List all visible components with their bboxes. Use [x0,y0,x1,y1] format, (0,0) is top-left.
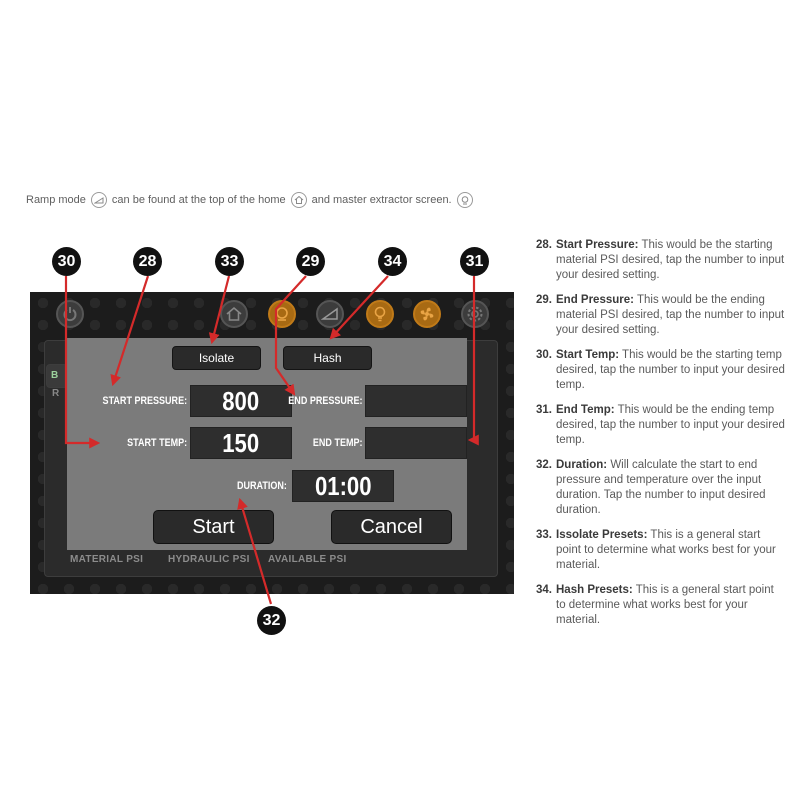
end-pressure-label: END PRESSURE: [287,395,362,407]
note-text: This would be the starting temp desired,… [556,349,785,391]
note-item: 33. Issolate Presets: This is a general … [536,528,786,573]
note-title: Duration: [556,459,608,471]
start-temp-value: 150 [222,427,260,458]
note-number: 31. [536,404,552,416]
ramp-icon[interactable] [316,300,344,328]
note-title: Start Pressure: [556,239,639,251]
note-title: End Pressure: [556,294,634,306]
cancel-button[interactable]: Cancel [331,510,452,544]
callout-badge-29: 29 [296,247,325,276]
note-title: Hash Presets: [556,584,633,596]
note-item: 31. End Temp: This would be the ending t… [536,403,786,448]
device-screen: B R MATERIAL PSI HYDRAULIC PSI AVAILABLE… [30,292,514,594]
end-pressure-field[interactable] [365,385,467,417]
home-icon[interactable] [220,300,248,328]
intro-text-2: can be found at the top of the home [111,194,286,206]
callout-badge-31: 31 [460,247,489,276]
fan-icon[interactable] [413,300,441,328]
start-temp-field[interactable]: 150 [190,427,292,459]
background-tile-b: B [46,364,68,388]
start-pressure-label: START PRESSURE: [102,395,187,407]
end-temp-label: END TEMP: [312,437,362,449]
note-title: End Temp: [556,404,615,416]
note-item: 28. Start Pressure: This would be the st… [536,238,786,283]
note-item: 32. Duration: Will calculate the start t… [536,458,786,518]
note-number: 33. [536,529,552,541]
callout-badge-34: 34 [378,247,407,276]
note-number: 30. [536,349,552,361]
duration-value: 01:00 [314,470,372,501]
duration-field[interactable]: 01:00 [292,470,394,502]
note-title: Start Temp: [556,349,620,361]
start-temp-label: START TEMP: [127,437,187,449]
material-psi-label: MATERIAL PSI [70,554,144,565]
duration-label: DURATION: [237,480,287,492]
hydraulic-psi-label: HYDRAULIC PSI [168,554,250,565]
top-bar [30,292,514,336]
extractor-icon [456,192,473,208]
note-text: Will calculate the start to end pressure… [556,459,766,516]
power-icon[interactable] [56,300,84,328]
home-icon [290,192,307,208]
intro-text-3: and master extractor screen. [311,194,452,206]
note-number: 28. [536,239,552,251]
note-number: 32. [536,459,552,471]
note-number: 34. [536,584,552,596]
callout-badge-32: 32 [257,606,286,635]
lightbulb-icon[interactable] [366,300,394,328]
end-temp-field[interactable] [365,427,467,459]
start-pressure-value: 800 [222,385,260,416]
callout-badge-30: 30 [52,247,81,276]
note-text: This is a general start point to determi… [556,584,774,626]
note-text: This would be the starting material PSI … [556,239,785,281]
note-text: This would be the ending temp desired, t… [556,404,785,446]
callout-badge-33: 33 [215,247,244,276]
ramp-modal: Isolate Hash START PRESSURE: 800 END PRE… [67,338,467,550]
partial-label-r: R [52,388,60,399]
start-pressure-field[interactable]: 800 [190,385,292,417]
notes-list: 28. Start Pressure: This would be the st… [536,238,786,638]
intro-text-1: Ramp mode [26,194,86,206]
callout-badge-28: 28 [133,247,162,276]
note-text: This would be the ending material PSI de… [556,294,785,336]
partial-label-b: B [51,370,59,381]
intro-line: Ramp mode can be found at the top of the… [26,192,478,208]
isolate-preset-button[interactable]: Isolate [172,346,261,370]
extractor-icon[interactable] [268,300,296,328]
note-item: 34. Hash Presets: This is a general star… [536,583,786,628]
hash-preset-button[interactable]: Hash [283,346,372,370]
start-button[interactable]: Start [153,510,274,544]
note-item: 30. Start Temp: This would be the starti… [536,348,786,393]
note-text: This is a general start point to determi… [556,529,776,571]
available-psi-label: AVAILABLE PSI [268,554,347,565]
note-number: 29. [536,294,552,306]
note-title: Issolate Presets: [556,529,648,541]
note-item: 29. End Pressure: This would be the endi… [536,293,786,338]
ramp-icon [90,192,107,208]
gear-icon[interactable] [461,300,489,328]
